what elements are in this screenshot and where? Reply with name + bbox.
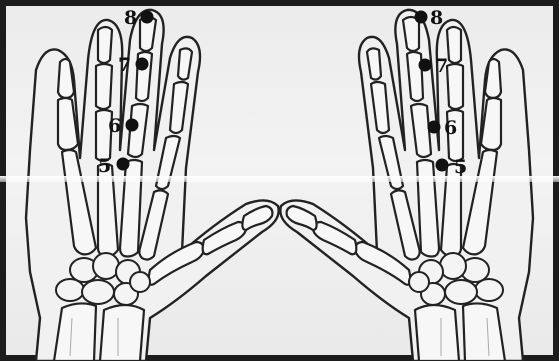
left-point-6-dot: [126, 119, 139, 132]
left-point-7-label: 7: [118, 54, 131, 76]
left-hand: [26, 10, 279, 361]
left-point-6-label: 6: [108, 115, 121, 137]
left-point-8-label: 8: [124, 7, 137, 29]
right-point-6-label: 6: [444, 117, 457, 139]
right-point-7-label: 7: [435, 55, 448, 77]
right-point-5-dot: [436, 159, 449, 172]
right-point-8-label: 8: [430, 7, 443, 29]
right-point-6-dot: [428, 121, 441, 134]
left-point-7-dot: [136, 58, 149, 71]
left-point-8-dot: [141, 11, 154, 24]
right-point-7-dot: [419, 59, 432, 72]
left-point-5-label: 5: [98, 155, 111, 177]
right-point-8-dot: [415, 11, 428, 24]
right-hand: [280, 10, 533, 361]
left-point-5-dot: [117, 158, 130, 171]
page-fold-line: [0, 176, 559, 182]
right-point-5-label: 5: [454, 156, 467, 178]
